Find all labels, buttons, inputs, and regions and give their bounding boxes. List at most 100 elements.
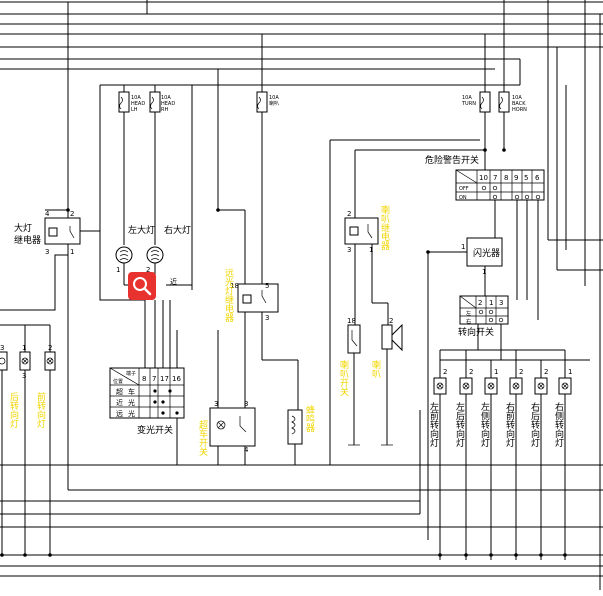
right-lamp-4: 2 右前转向灯	[504, 368, 523, 560]
svg-text:18: 18	[230, 282, 239, 290]
svg-text:HEAD: HEAD	[161, 101, 175, 107]
svg-text:3: 3	[0, 344, 4, 352]
left-yellow-labels: 后转向灯 前转向灯	[8, 391, 46, 429]
turn-switch: 2 1 3 左 右 转向开关	[458, 295, 509, 360]
svg-text:右前转向灯: 右前转向灯	[504, 401, 515, 448]
svg-text:7: 7	[152, 375, 156, 383]
svg-text:右侧转向灯: 右侧转向灯	[553, 401, 564, 448]
horn-relay-right: 2 3 1 喇叭继电器	[329, 139, 485, 465]
svg-text:10A: 10A	[269, 95, 279, 101]
svg-text:3: 3	[347, 246, 351, 254]
svg-text:4: 4	[244, 446, 249, 454]
svg-text:5: 5	[265, 282, 269, 290]
svg-text:2: 2	[48, 344, 52, 352]
fuse-5: 10A BACK HORN	[498, 91, 527, 113]
svg-text:1: 1	[22, 344, 26, 352]
svg-text:左前转向灯: 左前转向灯	[428, 401, 439, 448]
svg-text:2: 2	[70, 210, 74, 218]
right-lamp-6: 1 右侧转向灯	[553, 368, 572, 560]
bottom-bus-lines	[0, 464, 603, 577]
svg-text:光: 光	[128, 398, 135, 407]
svg-text:2: 2	[146, 266, 150, 274]
svg-text:远光灯继电器: 远光灯继电器	[223, 268, 234, 322]
svg-text:8: 8	[504, 174, 508, 182]
high-beam-relay: 18 5 3 远光灯继电器	[218, 209, 299, 410]
svg-text:车: 车	[128, 387, 135, 396]
svg-text:10A: 10A	[161, 95, 171, 101]
svg-text:BACK: BACK	[512, 101, 526, 107]
horn-switch: 18 喇叭开关	[338, 317, 361, 446]
fuse-2: 10A HEAD RH	[149, 91, 175, 113]
svg-text:3: 3	[214, 400, 218, 408]
svg-text:6: 6	[535, 174, 540, 182]
svg-text:2: 2	[469, 368, 473, 376]
svg-text:TURN: TURN	[461, 101, 476, 107]
right-lamp-5: 2 右后转向灯	[529, 368, 548, 560]
svg-text:近: 近	[116, 398, 123, 407]
svg-text:ON: ON	[459, 195, 467, 201]
svg-text:18: 18	[347, 317, 356, 325]
fuse-row-wiring	[99, 84, 520, 350]
svg-text:光: 光	[128, 409, 135, 418]
svg-text:3: 3	[265, 314, 269, 322]
svg-text:2: 2	[389, 317, 393, 325]
svg-text:近: 近	[170, 277, 177, 286]
svg-text:17: 17	[160, 375, 169, 383]
right-headlamp: 右大灯 近 2	[146, 224, 192, 286]
svg-text:5: 5	[524, 174, 528, 182]
svg-text:左侧转向灯: 左侧转向灯	[479, 401, 490, 448]
svg-text:大灯: 大灯	[14, 222, 32, 234]
svg-text:继电器: 继电器	[14, 234, 41, 246]
vertical-trunks	[67, 0, 601, 590]
svg-text:2: 2	[347, 210, 351, 218]
svg-text:2: 2	[544, 368, 548, 376]
svg-text:1: 1	[494, 368, 498, 376]
svg-text:喇叭继电器: 喇叭继电器	[379, 204, 390, 250]
svg-text:16: 16	[172, 375, 181, 383]
svg-text:3: 3	[499, 299, 503, 307]
svg-text:右大灯: 右大灯	[164, 224, 191, 236]
svg-text:远: 远	[116, 410, 123, 418]
svg-text:喇叭开关: 喇叭开关	[338, 359, 349, 397]
svg-text:9: 9	[514, 174, 518, 182]
svg-text:左: 左	[466, 310, 471, 317]
svg-text:闪光器: 闪光器	[473, 247, 500, 259]
svg-text:7: 7	[493, 174, 497, 182]
svg-text:超车开关: 超车开关	[197, 419, 208, 457]
zoom-button[interactable]	[128, 272, 156, 300]
svg-text:OFF: OFF	[459, 186, 469, 192]
dimmer-switch-wiring	[144, 300, 178, 465]
svg-text:10: 10	[479, 174, 488, 182]
svg-text:前转向灯: 前转向灯	[35, 391, 46, 429]
svg-text:1: 1	[70, 248, 74, 256]
svg-text:1: 1	[461, 243, 465, 251]
svg-text:右: 右	[466, 318, 471, 325]
flasher: 闪光器 1 1	[427, 237, 503, 540]
fuse-4: 10A TURN	[461, 91, 491, 113]
svg-text:位置: 位置	[113, 378, 123, 385]
svg-text:蜂鸣器: 蜂鸣器	[304, 404, 315, 432]
horn-speaker: 2 喇叭	[370, 317, 403, 446]
fuse-1: 10A HEAD LH	[118, 91, 145, 113]
svg-text:喇叭: 喇叭	[269, 100, 279, 107]
svg-text:3: 3	[45, 248, 49, 256]
svg-text:右后转向灯: 右后转向灯	[529, 401, 540, 448]
svg-text:10A: 10A	[131, 95, 141, 101]
headlamp-relay: 4 2 3 1 大灯 继电器	[0, 209, 100, 311]
horn-relay-box: 3 3 4 超车开关	[197, 330, 256, 465]
fuse-3: 10A 喇叭	[256, 91, 279, 113]
svg-text:1: 1	[369, 246, 373, 254]
svg-text:3: 3	[22, 372, 26, 380]
svg-text:HEAD: HEAD	[131, 101, 145, 107]
svg-text:变光开关: 变光开关	[137, 424, 173, 436]
svg-text:喇叭: 喇叭	[370, 359, 381, 379]
svg-text:HORN: HORN	[512, 107, 527, 113]
svg-text:超: 超	[116, 387, 123, 396]
svg-text:2: 2	[519, 368, 523, 376]
svg-text:1: 1	[568, 368, 572, 376]
svg-text:LH: LH	[131, 107, 138, 113]
right-lamps-wiring	[439, 239, 603, 378]
svg-text:8: 8	[142, 375, 146, 383]
magnify-icon	[133, 277, 147, 291]
left-headlamp: 左大灯 1	[115, 224, 155, 286]
